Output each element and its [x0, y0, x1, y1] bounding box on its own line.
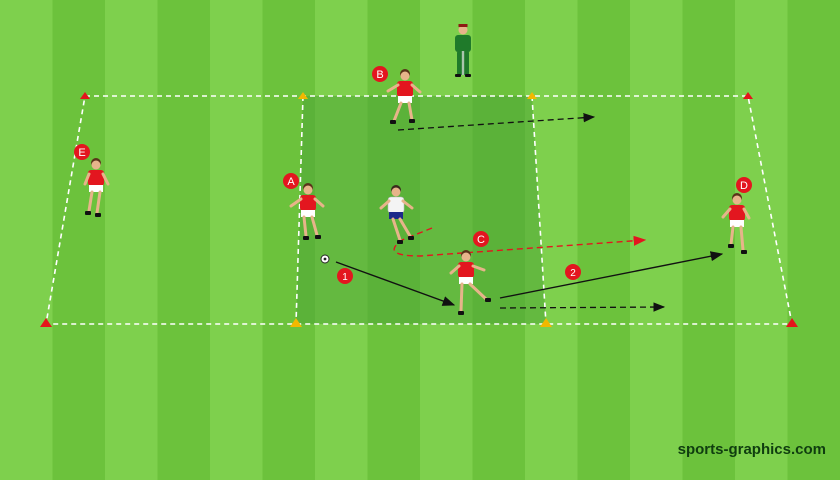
cone-icon — [540, 318, 552, 327]
cone-icon — [290, 318, 302, 327]
label-a-badge: A — [283, 173, 299, 189]
defender-white — [379, 185, 414, 244]
ball-icon — [320, 254, 330, 264]
players — [83, 69, 751, 315]
label-c-badge: C — [473, 231, 489, 247]
cone-icon — [40, 318, 52, 327]
grass-stripe — [787, 0, 840, 480]
run-arrow-b — [397, 113, 596, 131]
player-e — [83, 158, 110, 217]
label-c: C — [477, 234, 485, 246]
pass-number-1: 1 — [342, 272, 348, 283]
label-b-badge: B — [372, 66, 388, 82]
pass-number-2-badge: 2 — [565, 264, 581, 280]
label-e-badge: E — [74, 144, 90, 160]
cone-icon — [527, 92, 537, 99]
pass-arrow-2 — [499, 251, 724, 299]
player-d — [721, 193, 751, 254]
credit-text: sports-graphics.com — [677, 441, 826, 458]
cone-icon — [298, 92, 308, 99]
label-d: D — [740, 180, 748, 192]
pass-arrow-1 — [335, 261, 456, 306]
run-arrow-c-black — [499, 302, 666, 312]
grass-stripe — [577, 0, 631, 480]
player-labels: B A C D E 1 2 — [74, 66, 752, 284]
player-a — [289, 183, 325, 240]
label-d-badge: D — [736, 177, 752, 193]
grass-stripe — [52, 0, 106, 480]
player-c — [449, 250, 491, 315]
pass-number-2: 2 — [570, 268, 576, 279]
zone-line-left — [295, 95, 304, 325]
grass-stripe — [735, 0, 789, 480]
cones — [40, 92, 798, 327]
coach-figure — [455, 24, 471, 77]
grass-stripe — [105, 0, 159, 480]
cone-icon — [743, 92, 753, 99]
label-a: A — [287, 176, 295, 188]
player-b — [386, 69, 422, 124]
grass-stripe — [0, 0, 54, 480]
grass-stripe — [157, 0, 211, 480]
label-e: E — [78, 147, 85, 159]
pass-number-1-badge: 1 — [337, 268, 353, 284]
zone-line-right — [531, 95, 547, 325]
cone-icon — [786, 318, 798, 327]
grass-stripe — [210, 0, 264, 480]
label-b: B — [376, 69, 383, 81]
central-zone — [296, 96, 546, 324]
grass-stripe — [682, 0, 736, 480]
cone-icon — [80, 92, 90, 99]
